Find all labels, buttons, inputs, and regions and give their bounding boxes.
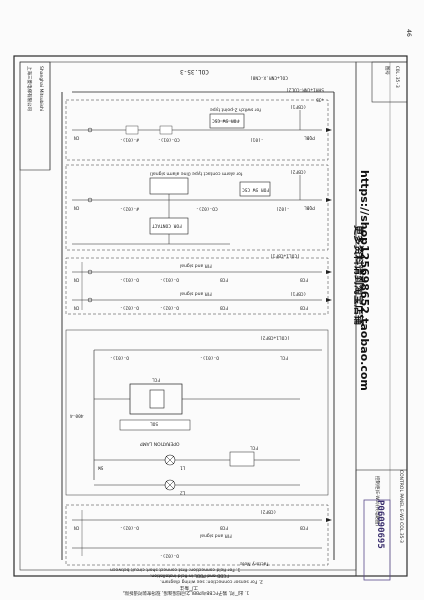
- rung-5-note: FCL: [152, 376, 161, 382]
- rung-5-wiring: [65, 329, 329, 496]
- rung-2-bus-label: (CBF2): [290, 168, 307, 174]
- rung-4-note: FIR and signal: [180, 290, 212, 296]
- rung-6-contact-b: O-(02)-: [160, 552, 179, 558]
- section-box-3: [65, 257, 329, 315]
- lamps-label: OPERATION LAMP: [140, 440, 180, 446]
- rung-3-bus-label: (COL1+CBF1): [270, 252, 300, 258]
- title-block-left: [19, 61, 51, 171]
- rung-2-aux-label: FOR CONTACT: [152, 222, 182, 228]
- rung-3-term-right: FCB: [300, 276, 309, 282]
- rung-2-sw-label: FOR SW CSC: [242, 186, 270, 192]
- rung-1-wiring: [72, 110, 322, 135]
- rung-3-term-left: CN: [74, 276, 80, 282]
- company-name-cn: 上海三菱电梯有限公司: [26, 66, 31, 111]
- rung-4-bus-label: (CBF1): [290, 290, 307, 296]
- rung-3-contact-a: O-(01)-: [120, 276, 139, 282]
- rung-4-contact-b: O-(02)-: [160, 304, 179, 310]
- rung-4-out: FCB: [220, 304, 229, 310]
- footnote-1: Factory Note: [240, 560, 269, 566]
- rung-6-bus-label: (CBF2): [260, 508, 277, 514]
- rung-2-term-left: CN: [74, 204, 80, 210]
- rung-6-contact-a: O-(02)-: [120, 524, 139, 530]
- footnote-3: FCBB and PBBL in field installation.: [150, 572, 230, 578]
- right-tab-title: CONTROL PANEL E-W3 COL.35-3: [398, 470, 403, 543]
- footnote-2: 1. For field connection: first connect s…: [110, 566, 241, 572]
- rung-4-term-left: CN: [74, 304, 80, 310]
- header-bus-code: COL+CNR.X-CN8): [250, 74, 288, 80]
- outer-border: [13, 55, 408, 577]
- footnote-4: 2. For sensor connection: see wiring dia…: [160, 578, 263, 584]
- rung-6-term-left: CN: [74, 524, 80, 530]
- right-arrows: [326, 128, 332, 522]
- rung-1-term-right: PQBL: [304, 134, 315, 140]
- section-box-4: [65, 504, 329, 566]
- rung-2-contact-b: CO-(02)-: [196, 205, 218, 211]
- lamp-2-label: L2: [180, 489, 186, 495]
- rung-6-wiring: [72, 510, 322, 556]
- rung-2-contact-a: #-(02)-: [120, 205, 139, 211]
- header-bus-code-2: SHR1+CNR-COL2): [286, 86, 324, 92]
- rung-1-bus-label: (CBF1): [290, 103, 307, 109]
- company-name-en: Shanghai Mitsubishi: [38, 66, 43, 112]
- lamp-1-label: L1: [180, 464, 186, 470]
- rung-1-out: -(01): [250, 136, 264, 142]
- header-drawing-label: COL.35-3: [180, 68, 209, 75]
- rung-3-contact-b: O-(01)-: [160, 276, 179, 282]
- rung-5-out: FCL: [250, 444, 259, 450]
- rung-5-contact-b: O-(01)-: [200, 354, 219, 360]
- rung-6-note: FIR and signal: [200, 532, 232, 538]
- section-box-2: [65, 164, 329, 251]
- stamp-text: P06090695: [375, 500, 385, 549]
- rung-3-4-wiring: [72, 262, 322, 310]
- rung-2-term-right: PQBL: [304, 204, 315, 210]
- drawing-no: COL.35-3: [394, 66, 399, 88]
- footnote-cn-1: 工厂备注: [180, 584, 198, 590]
- rung-2-out: -(02): [276, 205, 290, 211]
- rung-2-note: for alarm contact type (line alarm signa…: [150, 170, 243, 176]
- rung-6-out: FCB: [220, 524, 229, 530]
- corner-box: [371, 61, 408, 103]
- watermark-line-2: https://shop125698652.taobao.com: [358, 170, 371, 391]
- rung-4-contact-a: O-(02)-: [120, 304, 139, 310]
- rung-3-note: FIR and signal: [180, 262, 212, 268]
- rung-5-coil-label: SOL: [150, 420, 159, 426]
- rung-5-term-right: FCL: [280, 354, 289, 360]
- rung-1-contact-a: #-(01)-: [120, 136, 139, 142]
- rung-1-term-left: CN: [74, 134, 80, 140]
- rung-3-out: FCB: [220, 276, 229, 282]
- corner-number: 46: [404, 29, 412, 37]
- drawing-no-label: 图号: [384, 66, 389, 75]
- footnote-cn-2: 1. 出厂时, 端子FCBB与PBBL之间短接连接, 现场安装时请拆除。: [120, 589, 250, 595]
- rung-5-bus-label: (COL1+CBF2): [260, 334, 290, 340]
- lamps-left-label: SW: [98, 464, 104, 470]
- header-bus-right: +35: [316, 96, 325, 102]
- rung-4-term-right: FCB: [300, 304, 309, 310]
- bottom-title-box: [355, 469, 408, 577]
- rung-6-term-right: FCB: [300, 524, 309, 530]
- rung-5-term-left: 400-4: [70, 412, 84, 418]
- rung-1-note: for switch 2-point type: [210, 106, 261, 112]
- rung-2-wiring: [72, 175, 322, 245]
- rung-1-contact-b: CO-(01)-: [158, 136, 180, 142]
- rung-5-contact-a: O-(01)-: [110, 354, 129, 360]
- stamp-mark: [363, 499, 391, 581]
- rung-1-sw-label: FOR SW CSC: [212, 117, 240, 123]
